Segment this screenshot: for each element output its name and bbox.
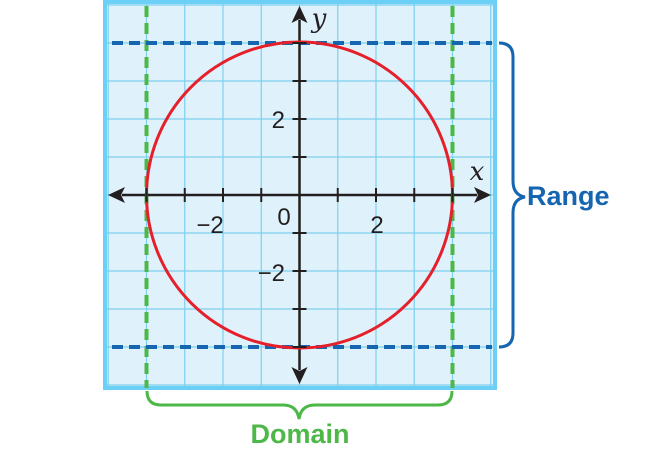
origin-label: 0 bbox=[277, 204, 290, 231]
y-axis-arrow-down bbox=[291, 367, 308, 384]
domain-brace bbox=[145, 390, 454, 420]
range-brace bbox=[498, 41, 526, 349]
axis-labels: x y 0 −2 2 2 −2 bbox=[196, 4, 484, 287]
y-tick-label-2: 2 bbox=[272, 107, 285, 134]
x-axis-arrow-right bbox=[474, 187, 491, 203]
y-tick-label-neg2: −2 bbox=[258, 260, 285, 287]
x-axis-arrow-left bbox=[108, 187, 125, 203]
range-label: Range bbox=[527, 181, 610, 211]
plot-frame bbox=[103, 0, 497, 390]
tick-marks bbox=[145, 42, 454, 348]
x-tick-label-2: 2 bbox=[370, 212, 383, 239]
domain-label: Domain bbox=[250, 419, 349, 449]
axes bbox=[108, 6, 491, 384]
y-axis-label: y bbox=[311, 4, 327, 34]
x-axis-label: x bbox=[470, 157, 485, 187]
y-axis-arrow-up bbox=[291, 6, 308, 23]
x-tick-label-neg2: −2 bbox=[196, 212, 223, 239]
